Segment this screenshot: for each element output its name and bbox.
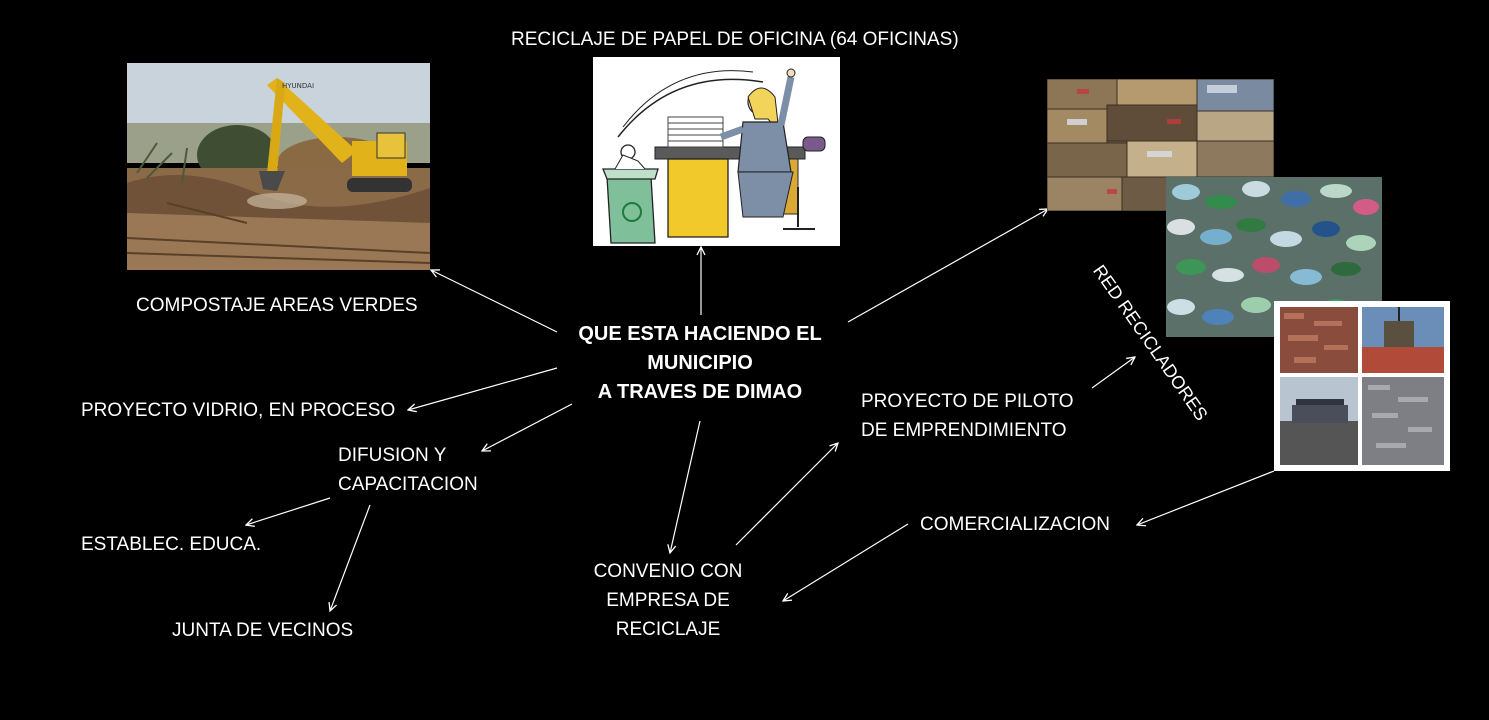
arrow-to-diffusion: [482, 403, 573, 451]
central-title-line3: A TRAVES DE DIMAO: [597, 381, 803, 403]
composting-photo: HYUNDAI: [127, 63, 430, 270]
arrow-to-schools: [246, 497, 331, 525]
agreement-line2: EMPRESA DE: [606, 590, 730, 611]
diffusion-line2: CAPACITACION: [338, 474, 478, 495]
svg-text:HYUNDAI: HYUNDAI: [282, 82, 314, 90]
commercialization-label: COMERCIALIZACION: [920, 514, 1111, 535]
glass-project-label: PROYECTO VIDRIO, EN PROCESO: [81, 400, 396, 421]
pilot-line1: PROYECTO DE PILOTO: [861, 391, 1074, 412]
paper-recycling-label: RECICLAJE DE PAPEL DE OFICINA (64 OFICIN…: [511, 29, 959, 50]
office-recycling-cartoon: [593, 57, 840, 246]
scrap-metal-collage: [1274, 301, 1450, 471]
diffusion-training-label: DIFUSION Y CAPACITACION: [338, 441, 478, 499]
arrow-to-neighbors: [330, 504, 371, 611]
recycling-agreement-label: CONVENIO CON EMPRESA DE RECICLAJE: [578, 557, 758, 644]
arrow-to-agreement: [670, 420, 701, 553]
agreement-line3: RECICLAJE: [615, 619, 721, 640]
schools-label: ESTABLEC. EDUCA.: [81, 534, 262, 555]
arrow-to-pilot: [735, 443, 838, 546]
central-question-title: QUE ESTA HACIENDO EL MUNICIPIO A TRAVES …: [548, 320, 852, 407]
central-title-line2: MUNICIPIO: [647, 352, 753, 374]
pilot-line2: DE EMPRENDIMIENTO: [861, 420, 1067, 441]
central-title-line1: QUE ESTA HACIENDO EL: [578, 323, 822, 345]
pilot-project-label: PROYECTO DE PILOTO DE EMPRENDIMIENTO: [861, 387, 1074, 445]
arrow-to-composting: [431, 270, 558, 333]
composting-label: COMPOSTAJE AREAS VERDES: [136, 295, 418, 316]
arrow-to-commercialization: [1137, 470, 1275, 525]
arrow-to-recyclers: [847, 209, 1048, 323]
arrow-commercialization-to-agreement: [783, 523, 909, 601]
agreement-line1: CONVENIO CON: [593, 561, 743, 582]
diffusion-line1: DIFUSION Y: [338, 445, 447, 466]
arrow-to-glass: [408, 367, 558, 410]
arrow-pilot-to-network: [1091, 357, 1135, 389]
neighbors-label: JUNTA DE VECINOS: [172, 620, 354, 641]
